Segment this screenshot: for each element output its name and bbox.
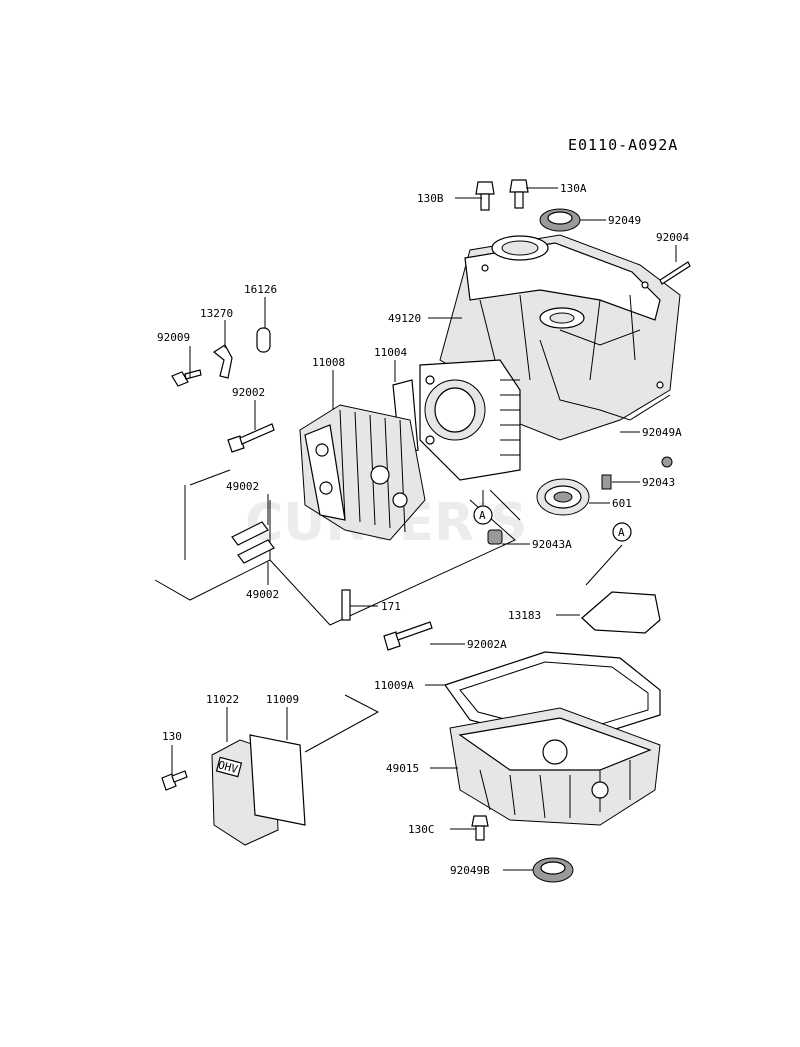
bolt-92009: [171, 369, 202, 387]
bolt-130B: [475, 181, 495, 211]
label-92049: 92049: [608, 214, 641, 227]
nut-92049A: [661, 456, 673, 468]
leader-lines: [171, 187, 677, 871]
pin-92043: [601, 474, 612, 490]
label-92002: 92002: [232, 386, 265, 399]
bolt-130C: [471, 815, 489, 841]
label-601: 601: [612, 497, 632, 510]
bolt-92002A: [383, 621, 433, 651]
label-92009: 92009: [157, 331, 190, 344]
cylinder-11004: [419, 359, 521, 481]
cover-13183: [581, 591, 661, 634]
stud-92004: [659, 261, 691, 285]
label-130C: 130C: [408, 823, 435, 836]
cover-frame: [304, 694, 380, 753]
pin-92043A: [487, 529, 503, 545]
label-171: 171: [381, 600, 401, 613]
label-130A: 130A: [560, 182, 587, 195]
label-92049A: 92049A: [642, 426, 682, 439]
label-11022: 11022: [206, 693, 239, 706]
oilpan-49015: [449, 707, 661, 826]
bolt-92002: [227, 423, 275, 453]
label-11009: 11009: [266, 693, 299, 706]
label-11008: 11008: [312, 356, 345, 369]
label-11004: 11004: [374, 346, 407, 359]
valve-guide-49002a: [231, 521, 269, 546]
label-92004: 92004: [656, 231, 689, 244]
label-49002-lower: 49002: [246, 588, 279, 601]
ref-marker-a2: A: [612, 522, 632, 542]
label-49002-upper: 49002: [226, 480, 259, 493]
label-13183: 13183: [508, 609, 541, 622]
cover-gasket-11009: [249, 734, 306, 826]
label-92002A: 92002A: [467, 638, 507, 651]
pin-16126: [256, 327, 271, 353]
svg-text:A: A: [618, 526, 625, 539]
head-frame: [154, 469, 516, 626]
bolt-130A: [509, 179, 529, 209]
label-16126: 16126: [244, 283, 277, 296]
label-92043A: 92043A: [532, 538, 572, 551]
label-49015: 49015: [386, 762, 419, 775]
ref-marker-a1: A: [473, 505, 493, 525]
cylinder-head-11008: [299, 404, 426, 541]
label-130: 130: [162, 730, 182, 743]
label-92043: 92043: [642, 476, 675, 489]
diagram-code: E0110-A092A: [568, 136, 678, 154]
label-11009A: 11009A: [374, 679, 414, 692]
oil-seal-92049: [539, 208, 581, 232]
bolt-130: [161, 770, 188, 791]
clip-13270: [212, 344, 233, 379]
oil-seal-92049B: [532, 857, 574, 883]
valve-guide-49002b: [237, 539, 275, 564]
label-49120: 49120: [388, 312, 421, 325]
cover-badge: OHV: [217, 758, 240, 776]
label-92049B: 92049B: [450, 864, 490, 877]
label-130B: 130B: [417, 192, 444, 205]
svg-text:A: A: [479, 509, 486, 522]
part-labels: 130B 130A 92049 92004 16126 13270 92009 …: [157, 182, 689, 877]
stud-171: [341, 589, 351, 621]
bearing-601: [536, 478, 590, 516]
label-13270: 13270: [200, 307, 233, 320]
